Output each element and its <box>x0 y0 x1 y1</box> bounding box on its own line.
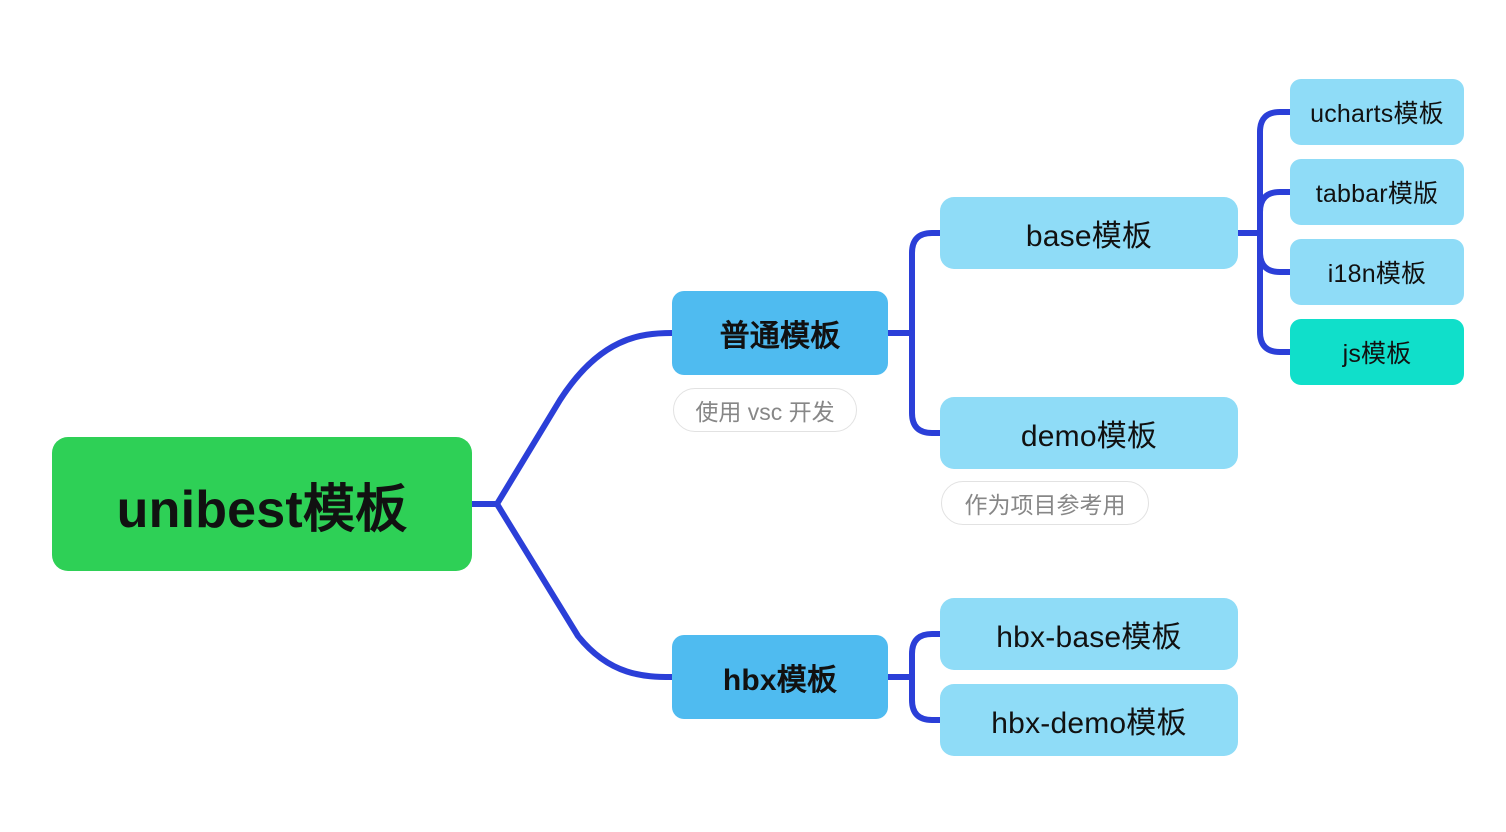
node-demo-template[interactable]: demo模板 <box>940 397 1238 469</box>
node-hbx-demo-template[interactable]: hbx-demo模板 <box>940 684 1238 756</box>
note-normal-template: 使用 vsc 开发 <box>673 388 857 432</box>
link-base-i18n <box>1257 230 1293 275</box>
link-root-normal <box>494 330 675 507</box>
link-normal-demo <box>909 330 943 436</box>
node-js-template[interactable]: js模板 <box>1290 319 1464 385</box>
node-ucharts-template[interactable]: ucharts模板 <box>1290 79 1464 145</box>
link-base-js <box>1257 230 1293 355</box>
node-normal-template[interactable]: 普通模板 <box>672 291 888 375</box>
link-hbx-base <box>909 631 943 680</box>
link-hbx-demo <box>909 674 943 723</box>
link-base-tabbar <box>1257 189 1293 236</box>
link-base-ucharts <box>1257 109 1293 236</box>
link-normal-base <box>909 230 943 336</box>
node-i18n-template[interactable]: i18n模板 <box>1290 239 1464 305</box>
node-base-template[interactable]: base模板 <box>940 197 1238 269</box>
link-root-hbx <box>494 501 675 680</box>
note-demo-template: 作为项目参考用 <box>941 481 1149 525</box>
node-hbx-base-template[interactable]: hbx-base模板 <box>940 598 1238 670</box>
node-tabbar-template[interactable]: tabbar模版 <box>1290 159 1464 225</box>
node-root-unibest[interactable]: unibest模板 <box>52 437 472 571</box>
node-hbx-template[interactable]: hbx模板 <box>672 635 888 719</box>
